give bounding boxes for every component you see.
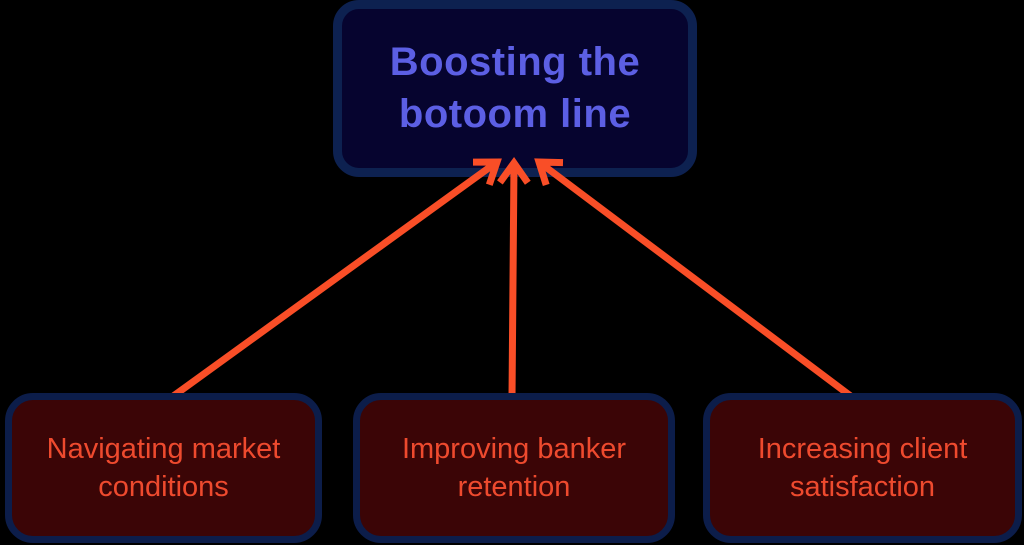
node-navigating-market-conditions: Navigating market conditions bbox=[5, 393, 322, 543]
arrow-increasing-client-satisfaction-to-boosting-the-botoom-line bbox=[534, 158, 855, 400]
bottom-node-label: Navigating market conditions bbox=[46, 432, 281, 503]
arrow-improving-banker-retention-to-boosting-the-botoom-line bbox=[497, 156, 531, 398]
arrow-navigating-market-conditions-to-boosting-the-botoom-line bbox=[169, 158, 502, 400]
bottom-node-label: Increasing client satisfaction bbox=[757, 432, 968, 503]
node-improving-banker-retention: Improving banker retention bbox=[353, 393, 675, 543]
top-node-label: Boosting the botoom line bbox=[389, 40, 641, 136]
bottom-node-label: Improving banker retention bbox=[401, 432, 627, 503]
node-increasing-client-satisfaction: Increasing client satisfaction bbox=[703, 393, 1022, 543]
node-boosting-the-botoom-line: Boosting the botoom line bbox=[333, 0, 697, 177]
